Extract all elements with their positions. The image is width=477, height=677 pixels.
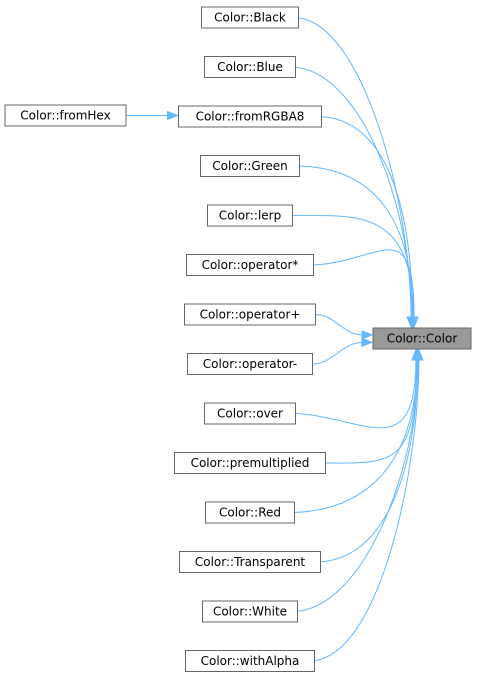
edge-line <box>290 66 413 319</box>
node-white[interactable]: Color::White <box>202 600 298 623</box>
edge-operator-star-to-color <box>308 249 419 329</box>
node-operator-plus-label: Color::operator+ <box>200 308 301 322</box>
edge-fromhex-to-fromrgba8 <box>126 110 179 121</box>
node-withalpha[interactable]: Color::withAlpha <box>185 650 315 672</box>
node-premultiplied-box <box>174 452 326 474</box>
node-lerp-box <box>207 204 293 227</box>
node-fromrgba8[interactable]: Color::fromRGBA8 <box>178 105 322 128</box>
edge-line <box>292 358 419 612</box>
node-operator-plus-box <box>184 303 316 326</box>
node-over-box <box>204 402 296 425</box>
node-withalpha-box <box>185 650 315 672</box>
node-operator-minus-label: Color::operator- <box>203 357 297 371</box>
node-fromrgba8-label: Color::fromRGBA8 <box>196 110 305 124</box>
node-color-color-target-box <box>372 327 472 350</box>
node-fromhex-box <box>4 104 127 127</box>
node-withalpha-label: Color::withAlpha <box>201 654 300 668</box>
node-blue-label: Color::Blue <box>217 60 283 74</box>
node-red[interactable]: Color::Red <box>205 501 295 524</box>
edge-arrowhead <box>361 330 374 340</box>
edge-premultiplied-to-color <box>320 348 422 464</box>
edge-line <box>309 358 420 662</box>
edge-black-to-color <box>293 17 416 329</box>
edge-line <box>315 314 364 336</box>
node-black-box <box>201 6 299 29</box>
node-operator-plus[interactable]: Color::operator+ <box>184 303 316 326</box>
node-fromrgba8-box <box>178 105 322 128</box>
node-transparent-label: Color::Transparent <box>195 555 306 569</box>
node-green[interactable]: Color::Green <box>200 155 300 177</box>
node-over[interactable]: Color::over <box>204 402 296 425</box>
node-black-label: Color::Black <box>214 11 286 25</box>
edge-operator-plus-to-color <box>315 314 374 340</box>
edge-line <box>312 341 364 365</box>
node-color-color-target-label: Color::Color <box>387 332 458 346</box>
node-lerp[interactable]: Color::lerp <box>207 204 293 227</box>
node-operator-star-box <box>186 254 314 276</box>
edge-arrowhead <box>414 348 424 361</box>
node-white-label: Color::White <box>213 605 287 619</box>
edge-line <box>320 358 417 464</box>
node-fromhex[interactable]: Color::fromHex <box>4 104 127 127</box>
edge-line <box>287 214 414 319</box>
node-lerp-label: Color::lerp <box>219 209 281 223</box>
node-green-label: Color::Green <box>212 159 288 173</box>
node-operator-minus-box <box>187 353 313 375</box>
node-black[interactable]: Color::Black <box>201 6 299 29</box>
edge-line <box>315 358 419 563</box>
node-red-label: Color::Red <box>219 506 281 520</box>
edge-operator-minus-to-color <box>312 337 374 365</box>
edge-arrowhead <box>361 337 374 348</box>
edge-line <box>289 358 418 513</box>
edges <box>126 17 424 662</box>
edge-fromrgba8-to-color <box>316 116 418 329</box>
edge-line <box>308 249 415 319</box>
edge-line <box>290 358 417 429</box>
edge-withalpha-to-color <box>309 348 424 662</box>
node-premultiplied-label: Color::premultiplied <box>191 456 310 470</box>
node-operator-minus[interactable]: Color::operator- <box>187 353 313 375</box>
edge-line <box>316 116 413 319</box>
node-fromhex-label: Color::fromHex <box>20 109 110 123</box>
node-premultiplied[interactable]: Color::premultiplied <box>174 452 326 474</box>
edge-arrowhead <box>409 316 419 329</box>
node-white-box <box>202 600 298 623</box>
edge-arrowhead <box>167 110 179 121</box>
node-operator-star-label: Color::operator* <box>202 258 299 272</box>
node-operator-star[interactable]: Color::operator* <box>186 254 314 276</box>
node-transparent-box <box>179 551 321 573</box>
node-color-color-target[interactable]: Color::Color <box>372 327 472 350</box>
node-green-box <box>200 155 300 177</box>
node-red-box <box>205 501 295 524</box>
edge-green-to-color <box>294 165 418 329</box>
node-over-label: Color::over <box>217 407 283 421</box>
nodes: Color::BlackColor::BlueColor::fromRGBA8C… <box>4 6 472 672</box>
node-blue-box <box>204 56 296 78</box>
node-blue[interactable]: Color::Blue <box>204 56 296 78</box>
node-transparent[interactable]: Color::Transparent <box>179 551 321 573</box>
